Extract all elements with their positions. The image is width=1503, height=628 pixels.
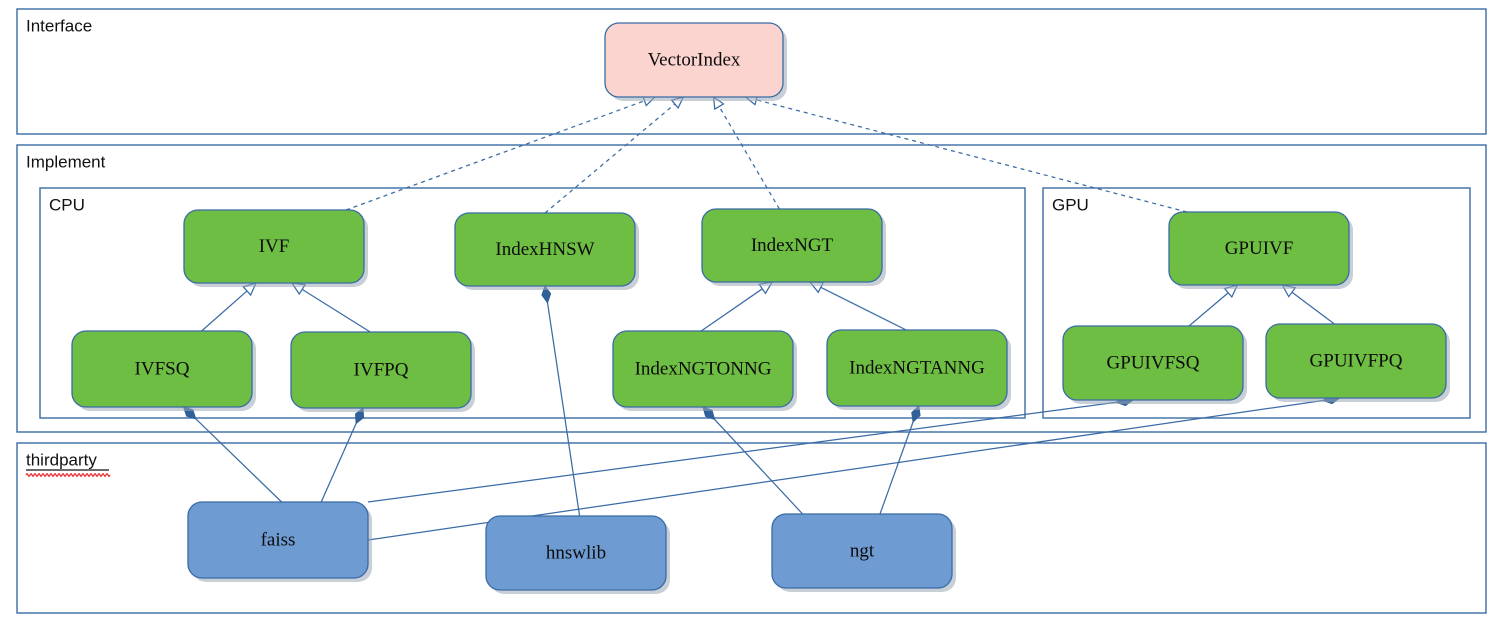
node-label-GPUIVFPQ: GPUIVFPQ bbox=[1310, 350, 1403, 371]
node-label-IVFPQ: IVFPQ bbox=[354, 359, 409, 380]
node-GPUIVF[interactable]: GPUIVF bbox=[1168, 211, 1353, 289]
edge-hnswlib-to-IndexHNSW bbox=[541, 284, 581, 517]
node-label-GPUIVFSQ: GPUIVFSQ bbox=[1107, 352, 1200, 373]
node-label-GPUIVF: GPUIVF bbox=[1225, 238, 1294, 259]
spellcheck-squiggle-icon bbox=[25, 473, 111, 477]
node-label-faiss: faiss bbox=[261, 529, 296, 550]
container-label-thirdparty: thirdparty bbox=[26, 450, 97, 469]
node-GPUIVFSQ[interactable]: GPUIVFSQ bbox=[1062, 325, 1247, 404]
node-VectorIndex[interactable]: VectorIndex bbox=[604, 22, 787, 101]
node-faiss[interactable]: faiss bbox=[187, 501, 372, 582]
container-label-gpu: GPU bbox=[1052, 195, 1089, 214]
container-label-cpu: CPU bbox=[49, 195, 85, 214]
node-IndexNGTONNG[interactable]: IndexNGTONNG bbox=[612, 330, 797, 411]
node-IVFSQ[interactable]: IVFSQ bbox=[71, 330, 256, 411]
node-IndexNGTANNG[interactable]: IndexNGTANNG bbox=[826, 329, 1011, 410]
container-label-interface: Interface bbox=[26, 16, 92, 35]
filled-diamond-icon bbox=[541, 284, 552, 304]
node-label-VectorIndex: VectorIndex bbox=[648, 49, 741, 70]
container-label-implement: Implement bbox=[26, 152, 106, 171]
node-label-IndexNGT: IndexNGT bbox=[751, 235, 834, 256]
node-IndexNGT[interactable]: IndexNGT bbox=[701, 208, 886, 286]
node-IndexHNSW[interactable]: IndexHNSW bbox=[454, 212, 639, 290]
node-label-IVF: IVF bbox=[259, 236, 290, 257]
node-GPUIVFPQ[interactable]: GPUIVFPQ bbox=[1265, 323, 1450, 402]
node-hnswlib[interactable]: hnswlib bbox=[485, 515, 670, 594]
node-label-ngt: ngt bbox=[850, 540, 875, 561]
node-IVFPQ[interactable]: IVFPQ bbox=[290, 331, 475, 412]
node-label-IVFSQ: IVFSQ bbox=[135, 358, 190, 379]
node-label-hnswlib: hnswlib bbox=[546, 542, 606, 563]
node-ngt[interactable]: ngt bbox=[771, 513, 956, 592]
node-label-IndexNGTANNG: IndexNGTANNG bbox=[849, 357, 985, 378]
node-IVF[interactable]: IVF bbox=[183, 209, 368, 287]
node-label-IndexHNSW: IndexHNSW bbox=[495, 239, 594, 260]
node-label-IndexNGTONNG: IndexNGTONNG bbox=[635, 358, 772, 379]
